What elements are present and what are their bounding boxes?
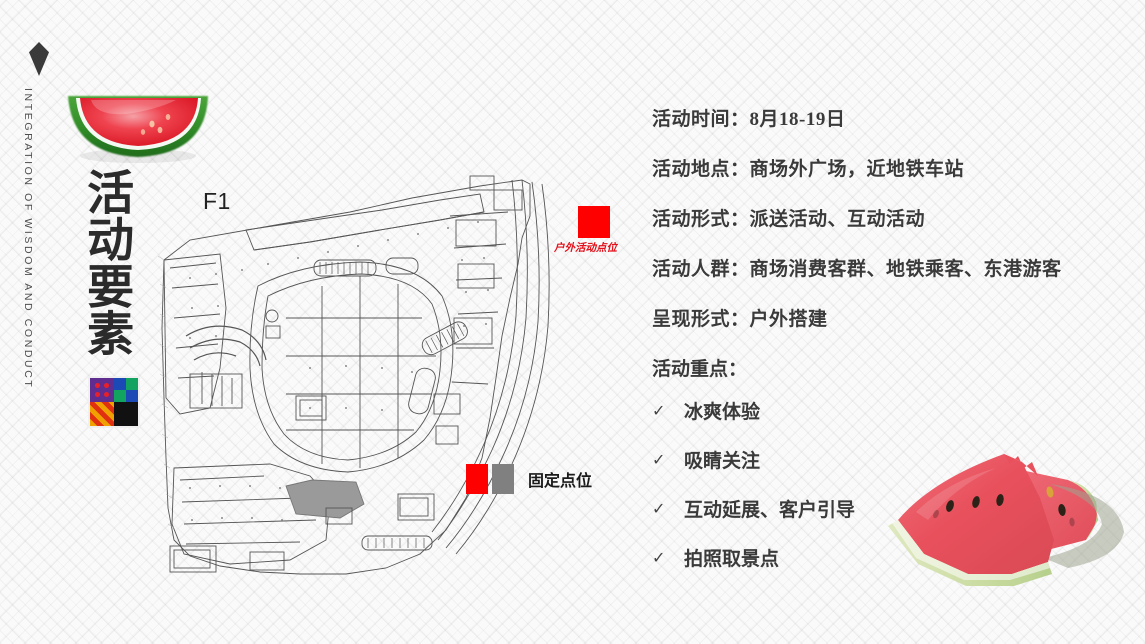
list-item: ✓ 互动延展、客户引导 [652, 495, 1082, 522]
brand-logo [88, 376, 140, 428]
logo-quadrant-bottom-right [114, 402, 138, 426]
list-item-label: 拍照取景点 [684, 549, 780, 570]
check-icon: ✓ [652, 548, 666, 567]
info-row: 活动地点：商场外广场，近地铁车站 [652, 154, 1082, 181]
legend-label: 固定点位 [528, 473, 593, 490]
legend-swatch-gray [492, 464, 514, 494]
left-rail: INTEGRATION OF WISDOM AND CONDUCT [22, 42, 56, 389]
list-item: ✓ 拍照取景点 [652, 544, 1082, 571]
check-icon: ✓ [652, 499, 666, 518]
info-key: 活动地点： [652, 159, 750, 180]
info-row: 活动形式：派送活动、互动活动 [652, 204, 1082, 231]
outdoor-marker-label: 户外活动点位 [554, 243, 617, 254]
list-item: ✓ 吸睛关注 [652, 446, 1082, 473]
info-value: 商场外广场，近地铁车站 [749, 159, 965, 180]
rail-vertical-text: INTEGRATION OF WISDOM AND CONDUCT [22, 88, 34, 390]
floorplan-legend: 固定点位 [466, 464, 592, 494]
diamond-icon [29, 42, 49, 76]
list-item-label: 互动延展、客户引导 [684, 500, 856, 521]
info-value: 派送活动、互动活动 [749, 209, 926, 230]
list-item: ✓ 冰爽体验 [652, 397, 1082, 424]
outdoor-activity-marker[interactable]: 户外活动点位 [554, 206, 617, 255]
info-value: 8月18-19日 [749, 109, 846, 130]
list-item-label: 冰爽体验 [684, 402, 761, 423]
info-value: 户外搭建 [749, 309, 828, 330]
check-icon: ✓ [652, 401, 666, 420]
info-key: 活动时间： [652, 109, 750, 130]
info-row: 活动人群：商场消费客群、地铁乘客、东港游客 [652, 254, 1082, 281]
info-key: 活动形式： [652, 209, 750, 230]
list-item-label: 吸睛关注 [684, 451, 761, 472]
outdoor-marker-swatch [578, 206, 610, 238]
info-row: 活动时间：8月18-19日 [652, 104, 1082, 131]
watermelon-wedges-image [872, 428, 1140, 600]
highlights-heading: 活动重点： [652, 359, 748, 380]
info-key: 呈现形式： [652, 309, 750, 330]
logo-quadrant-top-right [114, 378, 138, 402]
logo-quadrant-top-left [90, 378, 114, 402]
floor-level-label: F1 [203, 188, 231, 214]
legend-swatch-red [466, 464, 488, 494]
info-key: 活动人群： [652, 259, 750, 280]
watermelon-half-image [56, 44, 218, 168]
check-icon: ✓ [652, 450, 666, 469]
info-value: 商场消费客群、地铁乘客、东港游客 [749, 259, 1062, 280]
logo-quadrant-bottom-left [90, 402, 114, 426]
page-title: 活动要素 [79, 168, 132, 356]
floorplan-drawing [150, 168, 600, 588]
info-row: 呈现形式：户外搭建 [652, 304, 1082, 331]
activity-info-panel: 活动时间：8月18-19日 活动地点：商场外广场，近地铁车站 活动形式：派送活动… [652, 104, 1082, 593]
